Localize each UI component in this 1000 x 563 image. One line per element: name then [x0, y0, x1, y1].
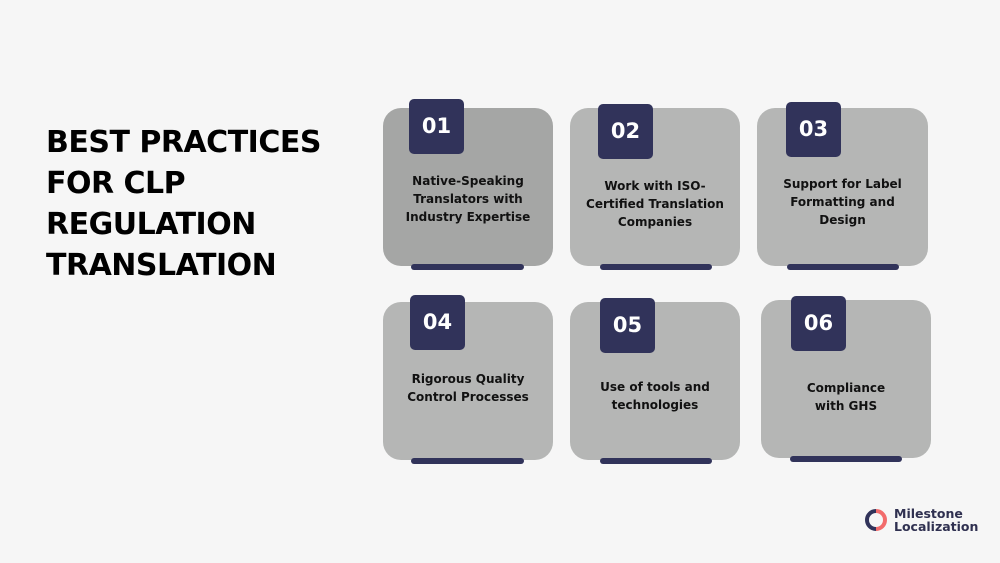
title-line: BEST PRACTICES: [46, 125, 321, 160]
card-underline-bar: [411, 264, 524, 270]
title-line: TRANSLATION: [46, 248, 277, 283]
card-number-badge: 05: [600, 298, 655, 353]
practice-card-02: Work with ISO-Certified Translation Comp…: [570, 108, 740, 266]
practice-card-03: Support for Label Formatting and Design: [757, 108, 928, 266]
practice-card-04: Rigorous Quality Control Processes: [383, 302, 553, 460]
card-number-badge: 02: [598, 104, 653, 159]
card-underline-bar: [600, 458, 712, 464]
practice-card-text: Support for Label Formatting and Design: [783, 177, 902, 227]
card-underline-bar: [787, 264, 899, 270]
practice-card-text: Compliance with GHS: [806, 381, 886, 413]
practice-card-text: Rigorous Quality Control Processes: [407, 372, 529, 404]
title-line: FOR CLP: [46, 166, 186, 201]
brand-name-line2: Localization: [894, 519, 979, 534]
title-line: REGULATION: [46, 207, 256, 242]
brand-name-line1: Milestone: [894, 506, 963, 521]
card-underline-bar: [790, 456, 902, 462]
card-underline-bar: [600, 264, 712, 270]
card-underline-bar: [411, 458, 524, 464]
card-number-badge: 06: [791, 296, 846, 351]
practice-card-text: Native-Speaking Translators with Industr…: [405, 174, 531, 224]
practice-card-text: Work with ISO-Certified Translation Comp…: [586, 179, 724, 229]
card-number-badge: 01: [409, 99, 464, 154]
practice-card-text: Use of tools and technologies: [600, 380, 710, 412]
page-title: BEST PRACTICES FOR CLP REGULATION TRANSL…: [46, 122, 366, 286]
practice-card-05: Use of tools and technologies: [570, 302, 740, 460]
brand-name: Milestone Localization: [894, 507, 978, 533]
practice-card-06: Compliance with GHS: [761, 300, 931, 458]
ring-logo-icon: [865, 509, 887, 531]
card-number-badge: 04: [410, 295, 465, 350]
brand-logo: Milestone Localization: [864, 507, 978, 533]
card-number-badge: 03: [786, 102, 841, 157]
